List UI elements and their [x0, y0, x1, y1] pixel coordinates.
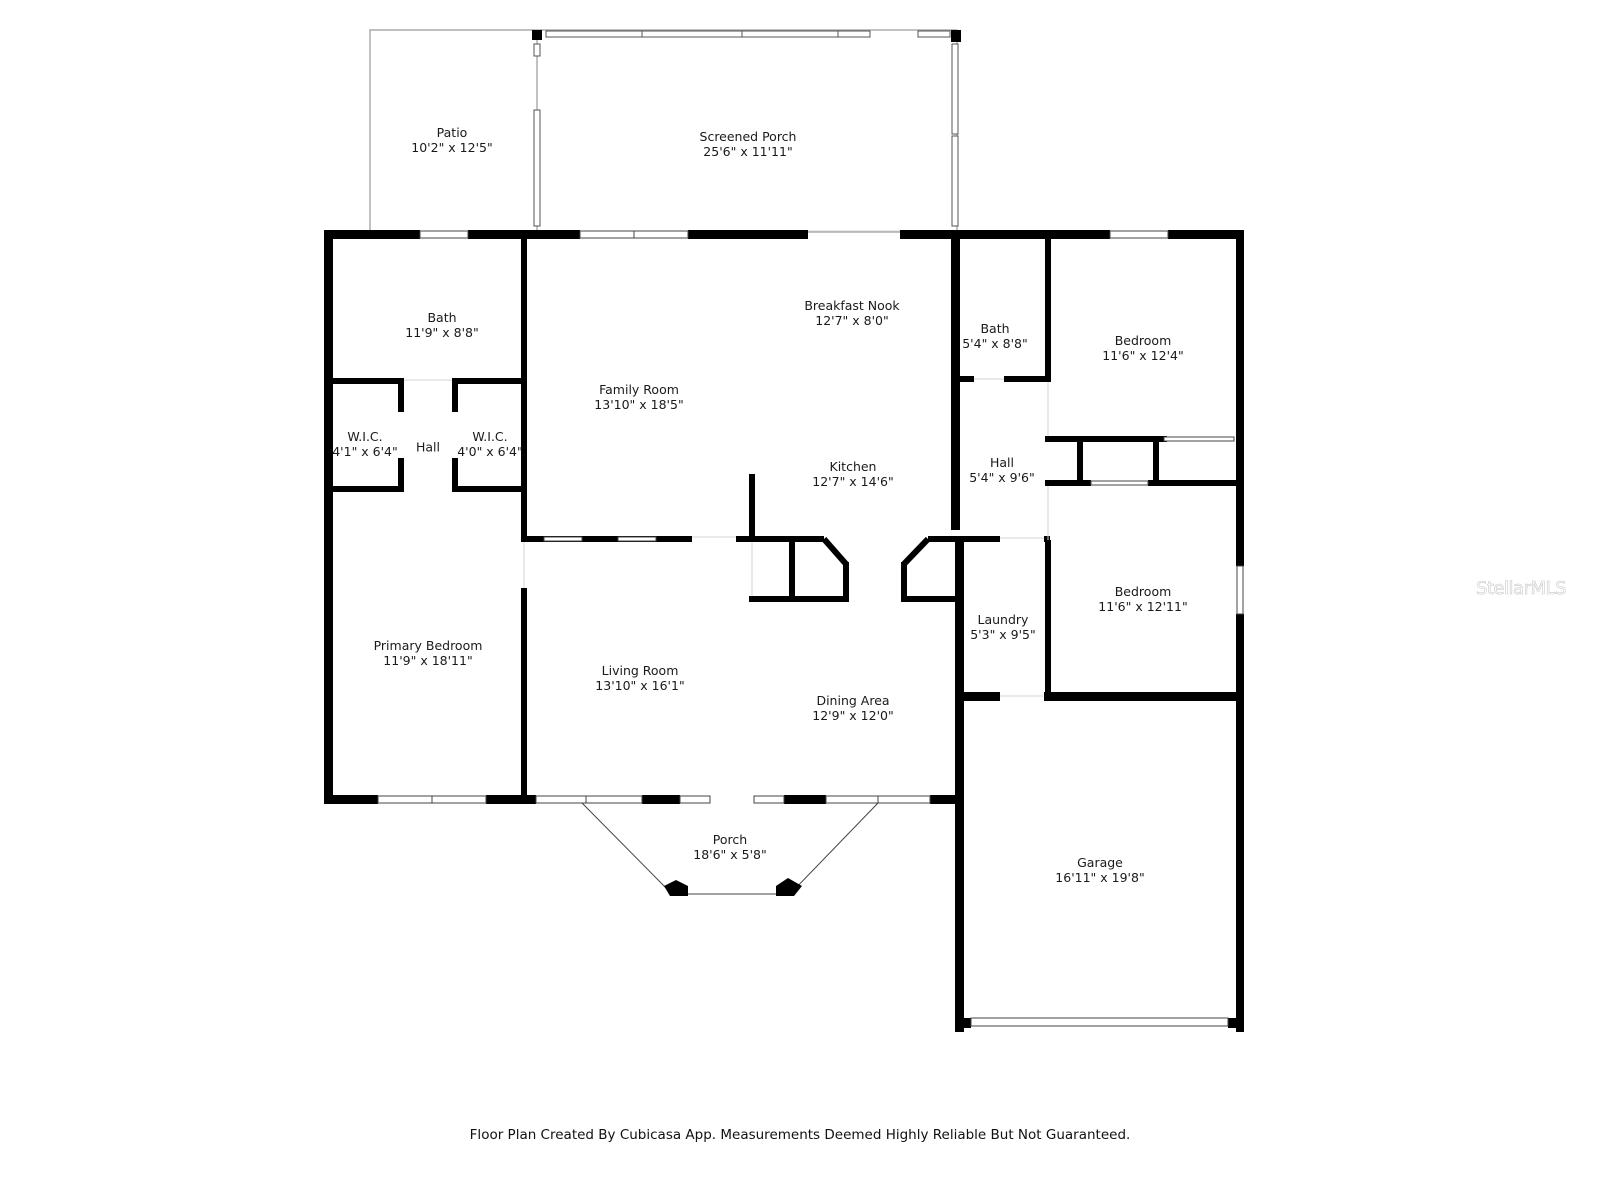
room-dimensions: 5'4" x 9'6" — [969, 470, 1035, 485]
room-name: Porch — [712, 832, 748, 847]
room-dimensions: 5'3" x 9'5" — [970, 627, 1036, 642]
room-dimensions: 12'7" x 8'0" — [815, 313, 889, 328]
room-dimensions: 4'1" x 6'4" — [332, 444, 398, 459]
room-dimensions: 11'9" x 8'8" — [405, 325, 479, 340]
room-name: Breakfast Nook — [804, 298, 900, 313]
room-dimensions: 18'6" x 5'8" — [693, 847, 767, 862]
room-name: Screened Porch — [699, 129, 797, 144]
room-name: Bath — [980, 321, 1010, 336]
room-name: W.I.C. — [347, 429, 383, 444]
watermark: StellarMLS — [1476, 578, 1567, 600]
room-name: Dining Area — [816, 693, 890, 708]
room-name: Living Room — [601, 663, 679, 678]
room-name: Patio — [436, 125, 468, 140]
room-name: W.I.C. — [472, 429, 508, 444]
room-name: Bedroom — [1114, 584, 1172, 599]
room-dimensions: 11'6" x 12'11" — [1098, 599, 1188, 614]
room-name: Bedroom — [1114, 333, 1172, 348]
front-porch — [581, 802, 879, 895]
room-label: Hall — [416, 440, 440, 455]
room-dimensions: 4'0" x 6'4" — [457, 444, 523, 459]
room-dimensions: 11'6" x 12'4" — [1102, 348, 1184, 363]
room-dimensions: 25'6" x 11'11" — [703, 144, 793, 159]
kitchen-angled-counters — [821, 536, 931, 567]
walls — [324, 230, 1244, 1032]
room-dimensions: 12'9" x 12'0" — [812, 708, 894, 723]
openings — [404, 230, 1049, 697]
room-name: Laundry — [977, 612, 1029, 627]
room-dimensions: 5'4" x 8'8" — [962, 336, 1028, 351]
room-dimensions: 13'10" x 18'5" — [594, 397, 684, 412]
room-name: Garage — [1077, 855, 1123, 870]
screened-porch-frames — [533, 30, 959, 227]
room-dimensions: 11'9" x 18'11" — [383, 653, 473, 668]
room-name: Bath — [427, 310, 457, 325]
room-name: Hall — [415, 439, 441, 455]
porch-posts — [664, 878, 802, 896]
room-dimensions: 12'7" x 14'6" — [812, 474, 894, 489]
room-name: Primary Bedroom — [373, 638, 483, 653]
room-name: Kitchen — [829, 459, 877, 474]
windows — [377, 230, 1244, 1027]
room-dimensions: 10'2" x 12'5" — [411, 140, 493, 155]
footer-disclaimer: Floor Plan Created By Cubicasa App. Meas… — [469, 1127, 1131, 1143]
room-label: W.I.C.4'0" x 6'4" — [457, 429, 523, 459]
room-label: W.I.C.4'1" x 6'4" — [332, 429, 398, 459]
room-name: Family Room — [599, 382, 679, 397]
room-name: Hall — [989, 455, 1014, 470]
porch-corner-posts — [532, 30, 961, 42]
room-dimensions: 13'10" x 16'1" — [595, 678, 685, 693]
room-dimensions: 16'11" x 19'8" — [1055, 870, 1145, 885]
